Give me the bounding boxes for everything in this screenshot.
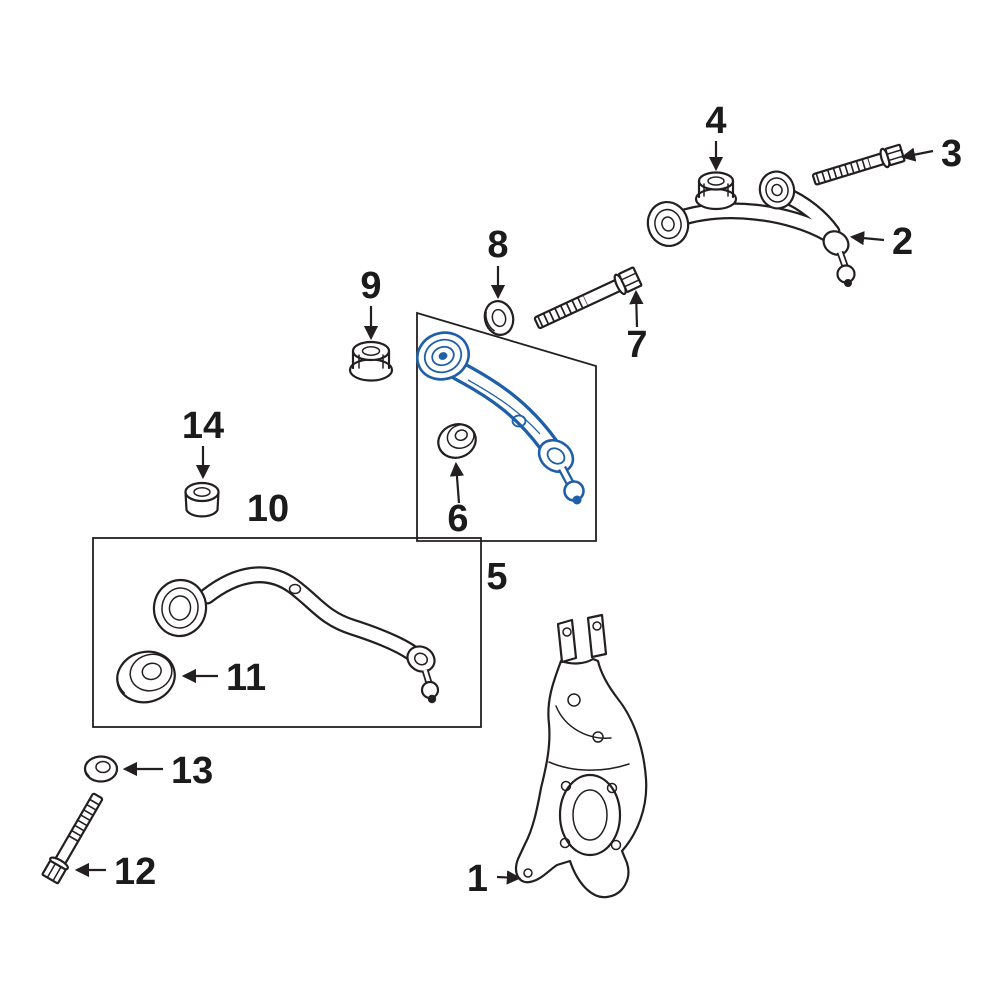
part-number-label-9: 9 (360, 265, 381, 307)
part-number-label-14: 14 (182, 405, 224, 447)
part-number-label-2: 2 (892, 221, 913, 263)
part-14-nut-drawing (184, 481, 220, 518)
part-number-label-1: 1 (467, 858, 488, 900)
part-number-label-8: 8 (487, 224, 508, 266)
part-number-label-13: 13 (171, 750, 213, 792)
part-6-bushing-drawing (437, 423, 477, 459)
arrow-to-part-3 (900, 147, 934, 162)
part-8-washer-drawing (483, 300, 515, 336)
highlight-box-part-5 (416, 311, 597, 542)
box-part-10 (92, 537, 482, 728)
part-13-washer-drawing (83, 755, 119, 783)
part-number-label-12: 12 (114, 851, 156, 893)
part-1-steering-knuckle-drawing (514, 613, 648, 899)
part-4-flange-nut-drawing (694, 171, 738, 211)
part-number-label-5: 5 (486, 556, 507, 598)
part-9-flange-nut-drawing (348, 340, 394, 382)
part-5-highlighted-control-arm-drawing (416, 331, 585, 505)
part-number-label-3: 3 (941, 133, 962, 175)
part-2-upper-control-arm-drawing (646, 170, 856, 287)
part-number-labels: 4 3 2 8 7 9 14 10 5 6 11 13 12 1 (114, 100, 962, 900)
arrow-to-part-7 (629, 289, 644, 328)
part-number-label-4: 4 (705, 100, 726, 142)
part-number-label-11: 11 (226, 657, 266, 699)
part-number-label-6: 6 (447, 498, 468, 540)
part-number-label-7: 7 (626, 324, 647, 366)
part-11-bushing-drawing (116, 650, 176, 704)
arrow-to-part-6 (449, 461, 465, 504)
part-12-bolt-drawing (41, 792, 104, 885)
leader-arrows (74, 141, 934, 885)
part-10-lower-control-arm-drawing (152, 566, 440, 704)
part-7-bolt-drawing (533, 266, 643, 330)
part-number-label-10: 10 (247, 488, 289, 530)
arrow-to-part-1 (496, 870, 522, 885)
part-3-bolt-drawing (811, 143, 906, 186)
arrow-to-part-2 (849, 231, 885, 246)
